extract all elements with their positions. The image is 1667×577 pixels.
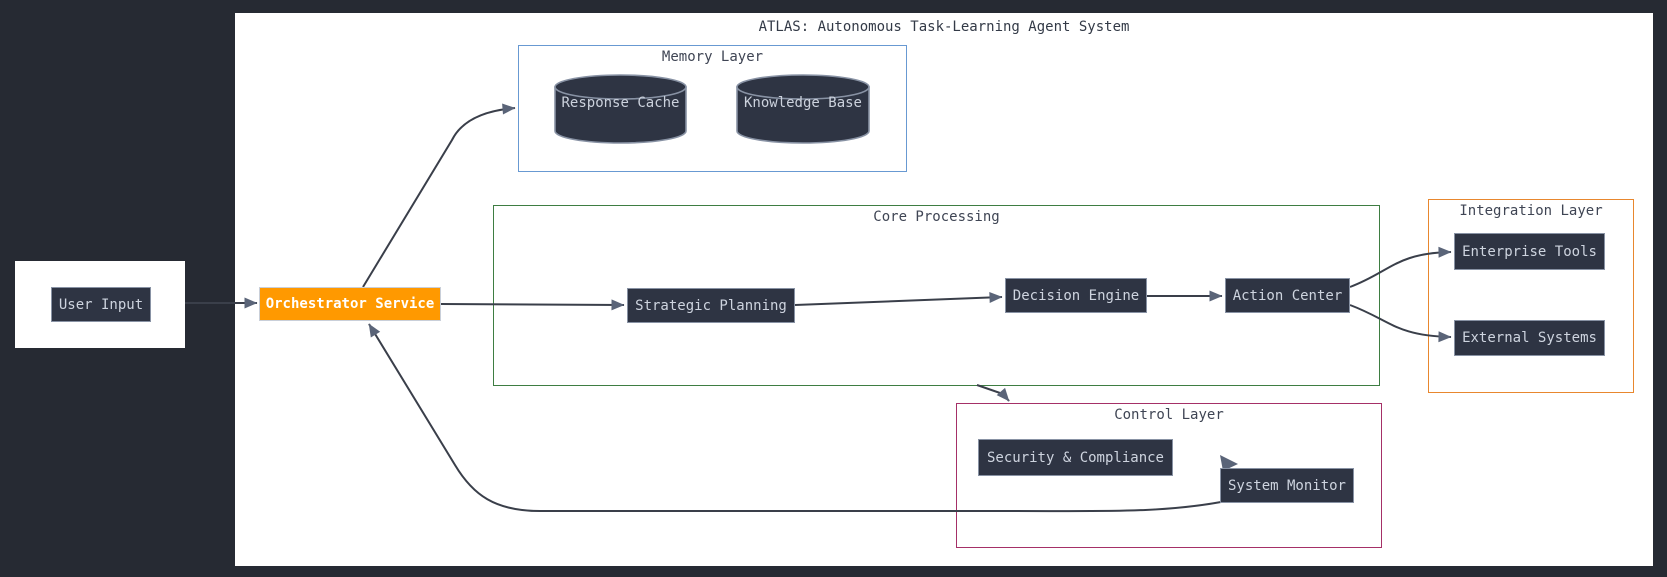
node-action-center: Action Center	[1225, 278, 1350, 313]
group-integration-layer: Integration Layer	[1428, 199, 1634, 393]
node-strategic-planning: Strategic Planning	[627, 288, 795, 323]
node-external-systems: External Systems	[1454, 320, 1605, 356]
node-system-monitor: System Monitor	[1220, 468, 1354, 503]
group-control-layer-title: Control Layer	[1114, 407, 1224, 423]
node-decision-engine: Decision Engine	[1005, 278, 1147, 313]
group-core-processing-title: Core Processing	[873, 209, 1000, 225]
node-orchestrator-service: Orchestrator Service	[259, 287, 441, 321]
node-user-input: User Input	[51, 287, 151, 322]
group-integration-layer-title: Integration Layer	[1459, 203, 1603, 219]
node-security-compliance: Security & Compliance	[978, 439, 1173, 476]
node-knowledge-base-label: Knowledge Base	[743, 95, 862, 111]
node-enterprise-tools: Enterprise Tools	[1454, 233, 1605, 270]
group-memory-layer-title: Memory Layer	[661, 49, 764, 65]
node-response-cache-label: Response Cache	[561, 95, 680, 111]
group-memory-layer: Memory Layer	[518, 45, 907, 172]
response-cache-cylinder-icon	[554, 74, 687, 144]
diagram-title: ATLAS: Autonomous Task-Learning Agent Sy…	[758, 19, 1130, 35]
knowledge-base-cylinder-icon	[736, 74, 870, 144]
